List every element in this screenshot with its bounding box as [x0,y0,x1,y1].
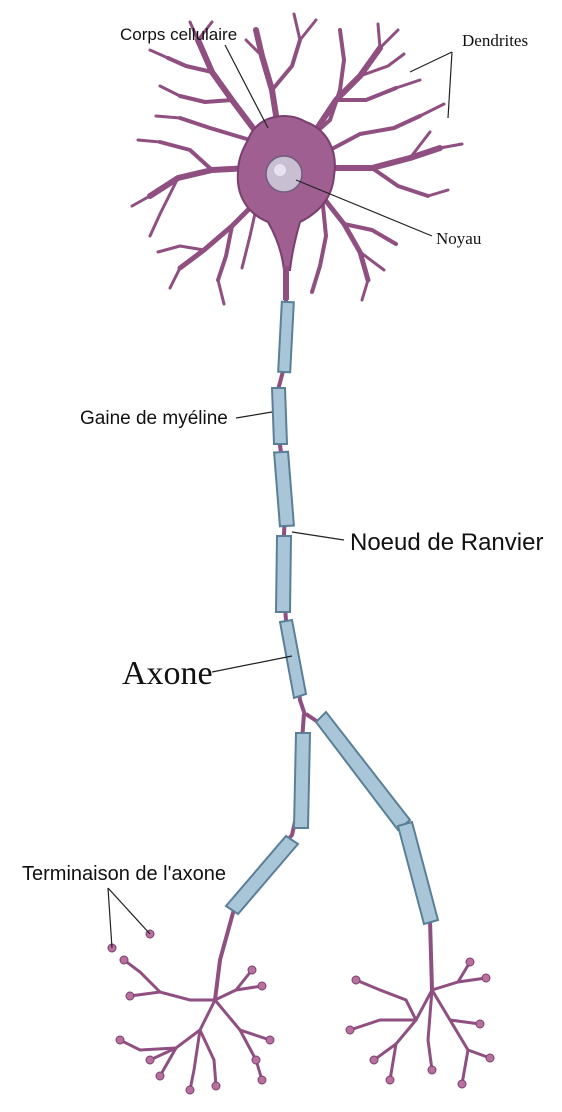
myelin-branch-segments [226,712,438,924]
myelin-sheath-segments [272,302,306,698]
nucleolus [274,164,286,176]
label-axon-terminal: Terminaison de l'axone [22,863,226,885]
label-axon: Axone [122,655,213,692]
label-myelin-sheath: Gaine de myéline [80,408,228,429]
axon-terminals-left [120,960,270,1090]
label-nucleus: Noyau [436,229,482,248]
axon-branch-left [215,714,304,1000]
cell-body [238,116,335,270]
label-cell-body: Corps cellulaire [120,25,237,44]
synaptic-knobs [108,930,494,1094]
label-node-of-ranvier: Noeud de Ranvier [350,529,543,556]
axon-terminals-right [350,962,490,1084]
label-dendrites: Dendrites [462,31,528,50]
